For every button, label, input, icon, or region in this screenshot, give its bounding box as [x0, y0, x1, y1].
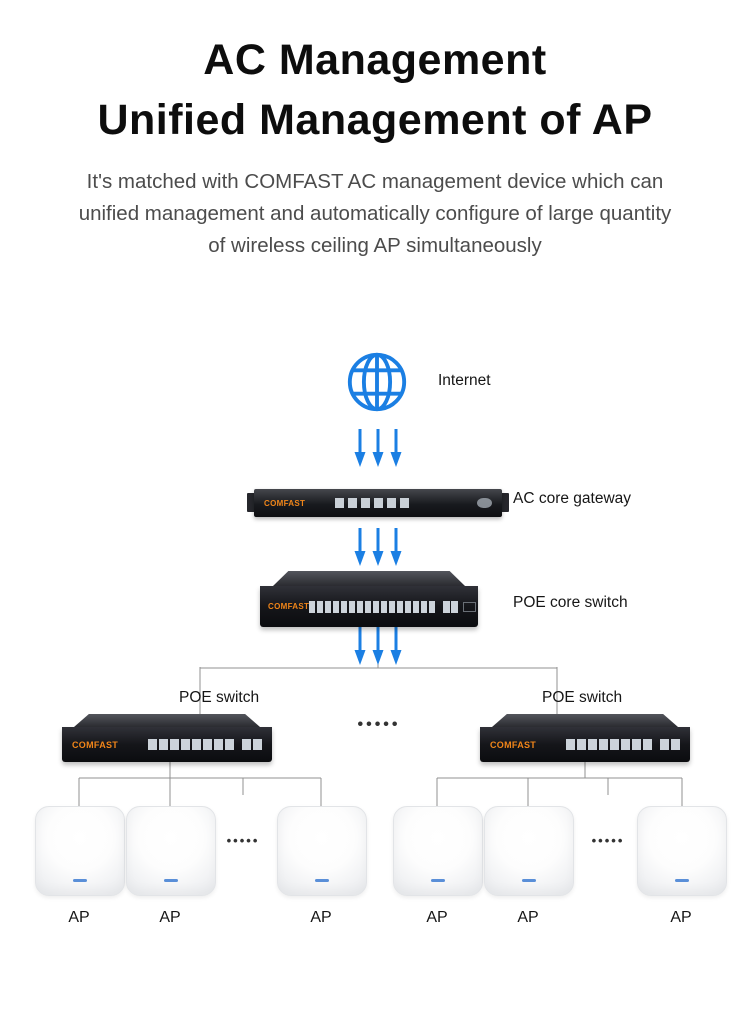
- subtitle-line-2: unified management and automatically con…: [78, 202, 672, 225]
- ap-led-indicator: [675, 879, 689, 882]
- switch-uplink-ports: [660, 739, 680, 750]
- comfast-brand-logo: COMFAST: [72, 739, 119, 750]
- gateway-front-panel: COMFAST: [254, 489, 502, 517]
- switch-left-label: POE switch: [179, 689, 260, 706]
- title-line-2: Unified Management of AP: [97, 96, 653, 144]
- comfast-brand-logo: COMFAST: [490, 739, 537, 750]
- down-arrows-icon: [351, 429, 405, 469]
- gateway-ports: [335, 498, 412, 508]
- down-arrows-icon: [351, 528, 405, 568]
- switch-top-face: [492, 714, 678, 727]
- ap-label: AP: [426, 909, 448, 926]
- ap-device: [393, 806, 483, 896]
- switch-uplink-ports: [242, 739, 262, 750]
- switch-ports: [148, 739, 234, 750]
- ap-label: AP: [670, 909, 692, 926]
- switch-front-panel: COMFAST: [480, 727, 690, 762]
- ap-label: AP: [159, 909, 181, 926]
- poe-core-switch-device: COMFAST: [260, 571, 478, 627]
- sfp-port: [463, 601, 477, 612]
- core-switch-label: POE core switch: [513, 594, 628, 611]
- switch-front-panel: COMFAST: [260, 586, 478, 627]
- more-aps-ellipsis: •••••: [226, 833, 260, 848]
- poe-switch-right-device: COMFAST: [480, 714, 690, 762]
- ap-device: [637, 806, 727, 896]
- ap-label: AP: [517, 909, 539, 926]
- ap-device: [126, 806, 216, 896]
- ap-device: [35, 806, 125, 896]
- rack-ear: [247, 493, 255, 512]
- internet-label: Internet: [438, 372, 491, 389]
- core-switch-ports: [309, 600, 438, 613]
- ap-device: [277, 806, 367, 896]
- switch-front-panel: COMFAST: [62, 727, 272, 762]
- internet-globe-icon: [347, 352, 407, 412]
- switch-right-label: POE switch: [542, 689, 623, 706]
- more-switches-ellipsis: •••••: [357, 716, 401, 733]
- core-switch-uplink-ports: [443, 600, 459, 613]
- comfast-brand-logo: COMFAST: [264, 498, 306, 508]
- ac-core-gateway-device: COMFAST: [247, 488, 509, 518]
- ap-device: [484, 806, 574, 896]
- subtitle: It's matched with COMFAST AC management …: [0, 166, 750, 262]
- poe-switch-left-device: COMFAST: [62, 714, 272, 762]
- ap-led-indicator: [164, 879, 178, 882]
- switch-top-face: [74, 714, 260, 727]
- header: AC Management Unified Management of AP I…: [0, 30, 750, 262]
- ap-led-indicator: [522, 879, 536, 882]
- switch-ports: [566, 739, 652, 750]
- gateway-label: AC core gateway: [513, 490, 632, 507]
- ap-led-indicator: [73, 879, 87, 882]
- page-title: AC Management Unified Management of AP: [0, 30, 750, 150]
- comfast-brand-logo: COMFAST: [268, 602, 310, 611]
- subtitle-line-1: It's matched with COMFAST AC management …: [86, 170, 664, 193]
- ap-led-indicator: [315, 879, 329, 882]
- down-arrows-icon: [351, 627, 405, 667]
- gateway-emblem: [477, 498, 492, 508]
- ap-label: AP: [310, 909, 332, 926]
- switch-top-face: [273, 571, 465, 586]
- subtitle-line-3: of wireless ceiling AP simultaneously: [208, 234, 542, 257]
- ap-label: AP: [68, 909, 90, 926]
- rack-ear: [501, 493, 509, 512]
- title-line-1: AC Management: [203, 36, 547, 84]
- more-aps-ellipsis: •••••: [591, 833, 625, 848]
- ap-led-indicator: [431, 879, 445, 882]
